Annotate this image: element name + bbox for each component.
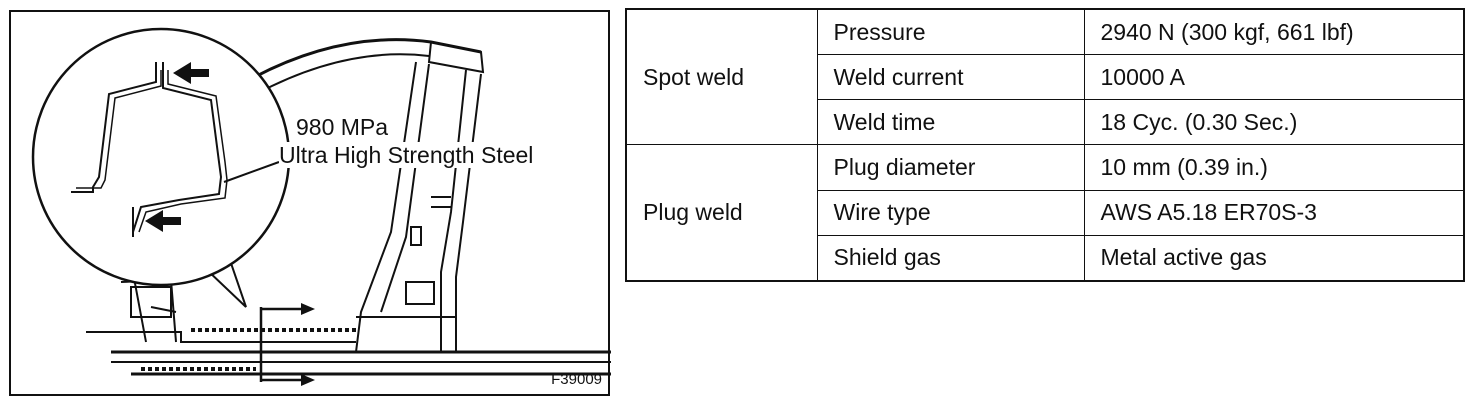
weld-spec-table: Spot weld Pressure 2940 N (300 kgf, 661 … [625, 8, 1465, 282]
param-cell: Shield gas [816, 234, 1085, 282]
value-cell: 2940 N (300 kgf, 661 lbf) [1083, 8, 1465, 56]
group-label-plug-weld: Plug weld [625, 144, 818, 282]
value-cell: 10 mm (0.39 in.) [1083, 144, 1465, 191]
value-cell: 10000 A [1083, 54, 1465, 101]
cross-section-profile [71, 62, 228, 237]
value-cell: 18 Cyc. (0.30 Sec.) [1083, 99, 1465, 146]
param-cell: Pressure [816, 8, 1085, 56]
param-cell: Plug diameter [816, 144, 1085, 191]
material-strength-label: 980 MPa [296, 114, 389, 140]
group-label-spot-weld: Spot weld [625, 8, 818, 146]
table-row: Wire type AWS A5.18 ER70S-3 [626, 189, 1465, 236]
value-cell: AWS A5.18 ER70S-3 [1083, 189, 1465, 236]
param-cell: Weld current [816, 54, 1085, 101]
param-cell: Wire type [816, 189, 1085, 236]
weld-arrow-icon [145, 210, 181, 232]
body-panel-illustration [31, 27, 611, 386]
table-row: Spot weld Pressure 2940 N (300 kgf, 661 … [625, 8, 1465, 146]
value-cell: Metal active gas [1083, 234, 1465, 282]
figure-code: F39009 [551, 371, 602, 388]
weld-arrow-icon [173, 62, 209, 84]
table-row: Shield gas Metal active gas [626, 234, 1465, 282]
material-name-label: Ultra High Strength Steel [279, 142, 534, 168]
table-row: Weld current 10000 A [626, 54, 1465, 101]
weld-figure: 980 MPa Ultra High Strength Steel F39009 [9, 10, 611, 396]
param-cell: Weld time [816, 99, 1085, 146]
table-row: Plug weld Plug diameter 10 mm (0.39 in.) [625, 144, 1465, 282]
